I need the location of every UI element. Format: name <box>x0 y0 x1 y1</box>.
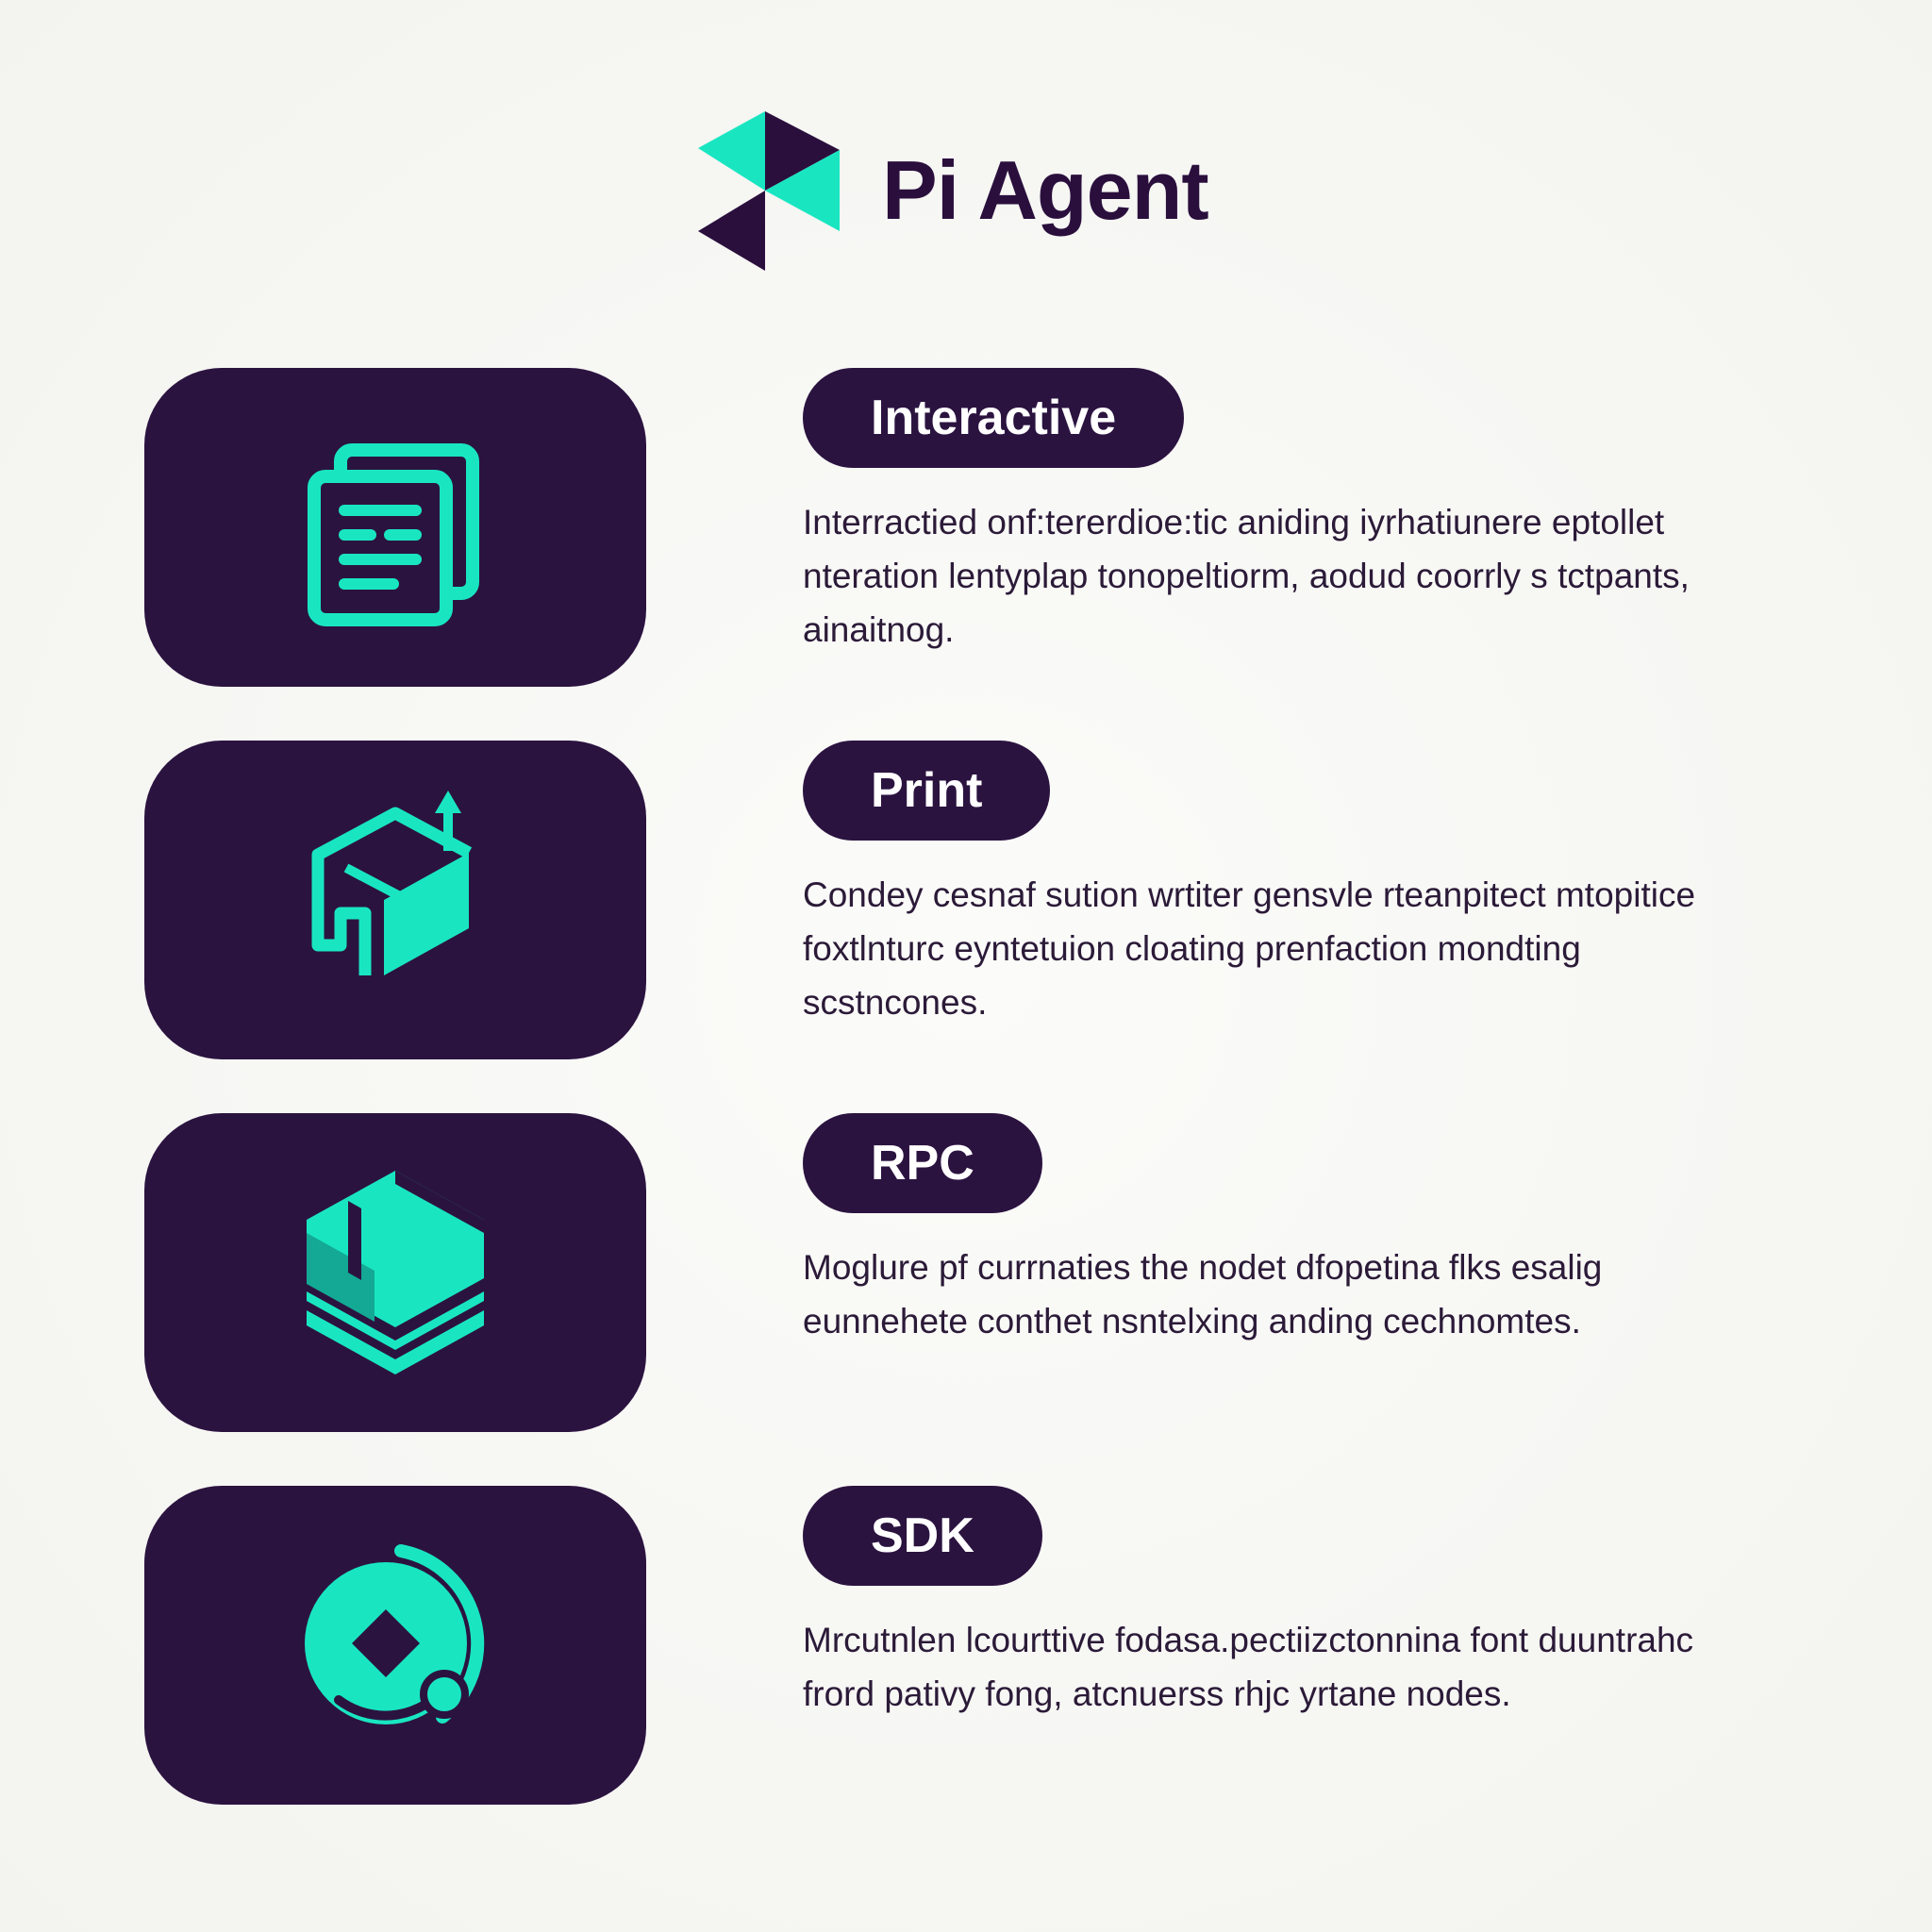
feature-sdk: SDK Mrcutnlen lcourttive fodasa.pectiizc… <box>144 1486 1805 1807</box>
feature-label-rpc: RPC <box>803 1113 1042 1213</box>
feature-tile-print <box>144 741 646 1059</box>
feature-description-rpc: Moglure pf currnaties the nodet dfopetin… <box>803 1248 1603 1341</box>
stacked-documents-icon <box>308 443 479 626</box>
orbit-diamond-icon <box>305 1544 485 1724</box>
pi-agent-logo-icon <box>698 110 840 271</box>
feature-description-interactive: Interractied onf:tererdioe:tic aniding i… <box>803 503 1690 649</box>
feature-description-sdk: Mrcutnlen lcourttive fodasa.pectiizctonn… <box>803 1621 1694 1713</box>
feature-label-interactive: Interactive <box>803 368 1185 468</box>
hexagon-layers-icon <box>307 1171 484 1374</box>
brand-name: Pi Agent <box>882 143 1209 237</box>
feature-description-print: Condey cesnaf sution wrtiter gensvle rte… <box>803 875 1696 1022</box>
feature-print: Print Condey cesnaf sution wrtiter gensv… <box>144 741 1805 1061</box>
feature-interactive: Interactive Interractied onf:tererdioe:t… <box>144 368 1805 689</box>
feature-label-sdk: SDK <box>803 1486 1042 1586</box>
feature-tile-rpc <box>144 1113 646 1432</box>
feature-rpc: RPC Moglure pf currnaties the nodet dfop… <box>144 1113 1805 1434</box>
feature-label-print: Print <box>803 741 1051 841</box>
print-cube-icon <box>311 791 473 975</box>
feature-tile-sdk <box>144 1486 646 1805</box>
feature-tile-interactive <box>144 368 646 687</box>
brand-header: Pi Agent <box>693 106 1209 275</box>
